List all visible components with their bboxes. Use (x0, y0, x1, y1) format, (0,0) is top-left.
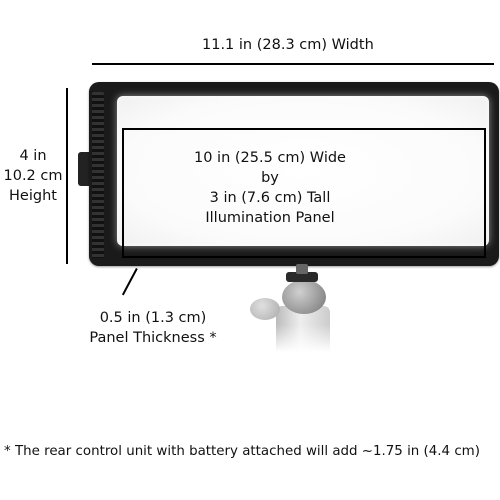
side-knob (78, 152, 92, 186)
thickness-label-line1: 0.5 in (1.3 cm) (99, 310, 207, 326)
illumination-panel (117, 96, 489, 246)
height-dimension-line (66, 88, 68, 264)
width-label: 11.1 in (28.3 cm) Width (202, 37, 374, 53)
illumination-label-line3: 3 in (7.6 cm) Tall (209, 190, 331, 206)
illumination-label-line1: 10 in (25.5 cm) Wide (194, 150, 346, 166)
illumination-label: 10 in (25.5 cm) Wide by 3 in (7.6 cm) Ta… (150, 148, 390, 228)
height-label-line3: Height (9, 188, 57, 204)
width-dimension-line (92, 63, 494, 65)
height-label-line1: 4 in (19, 148, 47, 164)
mount-screw (296, 264, 308, 274)
thickness-label-line2: Panel Thickness * (89, 330, 217, 346)
cooling-fins (92, 92, 104, 258)
footnote: * The rear control unit with battery att… (4, 444, 480, 459)
thickness-label: 0.5 in (1.3 cm) Panel Thickness * (78, 308, 228, 348)
height-label: 4 in 10.2 cm Height (0, 146, 66, 206)
ball-head-mount (282, 280, 326, 314)
mount-knob (250, 298, 280, 320)
thickness-pointer-line (121, 268, 138, 296)
height-label-line2: 10.2 cm (3, 168, 63, 184)
illumination-label-line2: by (261, 170, 279, 186)
mount-shoe (286, 272, 318, 282)
illumination-label-line4: Illumination Panel (205, 210, 335, 226)
illumination-outline-bottom (122, 256, 486, 258)
illumination-outline (122, 128, 486, 256)
